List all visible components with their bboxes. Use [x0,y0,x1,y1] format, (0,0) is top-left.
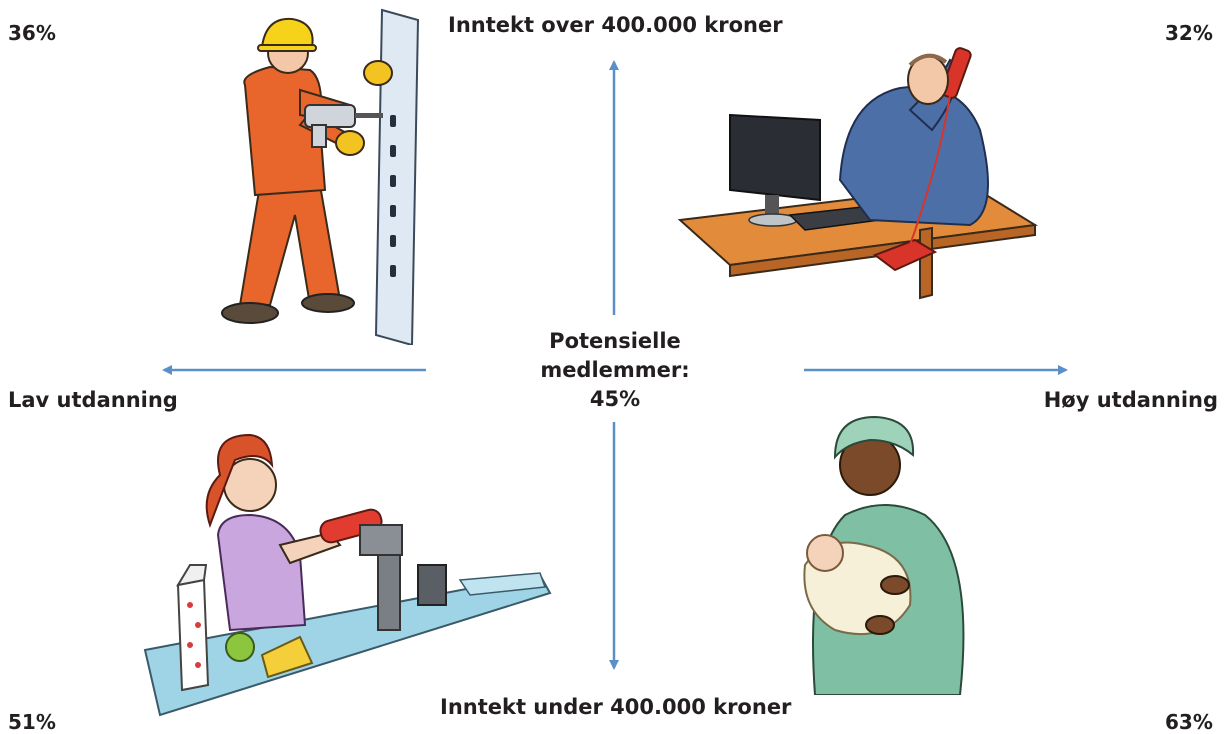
percent-bottom-left: 51% [8,710,56,734]
axis-label-top: Inntekt over 400.000 kroner [448,13,783,37]
center-line-3: 45% [589,387,641,411]
nurse-illustration [803,415,965,695]
construction-worker-illustration [221,8,420,345]
axis-label-bottom: Inntekt under 400.000 kroner [440,695,792,719]
office-worker-illustration [677,47,1038,300]
axis-label-right: Høy utdanning [1043,388,1218,412]
center-line-2: medlemmer: [540,358,690,382]
center-label: Potensielle medlemmer: 45% [520,327,710,414]
percent-top-left: 36% [8,21,56,45]
percent-bottom-right: 63% [1165,710,1213,734]
percent-top-right: 32% [1165,21,1213,45]
cashier-illustration [143,433,552,717]
axis-label-left: Lav utdanning [8,388,178,412]
center-line-1: Potensielle [549,329,681,353]
